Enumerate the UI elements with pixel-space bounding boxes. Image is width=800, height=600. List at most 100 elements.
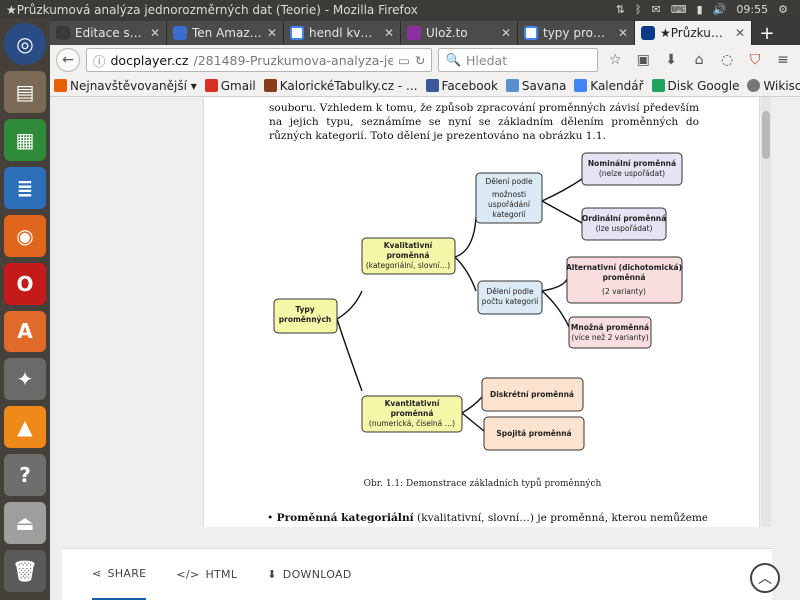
division-ordering-box [475,172,543,224]
bookmark-kaloricke[interactable]: KalorickéTabulky.cz - ... [263,79,418,93]
trash-icon[interactable]: 🗑 [4,550,46,593]
quantitative-box [361,395,463,433]
document-scrollbar[interactable] [761,97,771,527]
info-icon[interactable]: ⓘ [92,53,106,69]
chevron-up-icon: ︿ [758,571,772,587]
pocket-icon[interactable]: ◌ [720,52,734,68]
division-ordering-label-1: Dělení podle [485,177,533,186]
connector-line [541,200,583,224]
close-icon[interactable]: ✕ [266,26,277,40]
system-tray: ⇅ ᛒ ✉ ⌨ ▮ 🔊 09:55 ⚙ [616,3,800,16]
battery-icon[interactable]: ▮ [696,3,703,16]
continuous-box [483,416,585,451]
help-icon[interactable]: ? [4,454,46,497]
connector-line [541,278,568,292]
connector-line [461,412,485,432]
files-icon[interactable]: ▤ [4,70,46,113]
menu-icon[interactable]: ≡ [777,52,789,68]
close-icon[interactable]: ✕ [149,26,160,40]
tab-ten-amazing[interactable]: Ten Amazi… ✕ [167,21,284,45]
nominal-label-1: Nominální proměnná [588,159,676,168]
reload-icon[interactable]: ↻ [414,52,426,68]
network-icon[interactable]: ⇅ [615,3,625,16]
bookmarks-toolbar: Nejnavštěvovanější ▾ Gmail KalorickéTabu… [50,75,800,97]
usb-drive-icon[interactable]: ⏏ [4,502,46,545]
window-title: ★Průzkumová analýza jednorozměrných dat … [6,2,418,17]
ordinal-label-2: (lze uspořádat) [596,224,653,233]
tab-share[interactable]: ⋖ SHARE [92,549,147,600]
division-count-box [477,280,543,315]
tab-pruzkumova-active[interactable]: ★Průzkum… ✕ [635,21,752,45]
firefox-icon[interactable]: ◉ [4,214,46,257]
bluetooth-icon[interactable]: ᛒ [634,3,642,16]
discrete-box [481,377,584,412]
multi-label-1: Množná proměnná [571,323,649,332]
volume-icon[interactable]: 🔊 [712,3,727,16]
quantitative-label-3: (numerická, číselná …) [369,419,455,428]
tab-favicon-icon [56,26,70,40]
close-icon[interactable]: ✕ [617,26,628,40]
nominal-label-2: (nelze uspořádat) [599,169,665,178]
page-content: souboru. Vzhledem k tomu, že způsob zpra… [50,97,800,600]
keyboard-icon[interactable]: ⌨ [670,3,687,16]
connector-line [541,178,583,202]
tab-html[interactable]: </> HTML [176,568,238,581]
download-icon: ⬇ [267,568,277,581]
tab-google-hendl[interactable]: hendl kvali… ✕ [284,21,401,45]
continuous-label: Spojitá proměnná [496,429,571,438]
vlc-icon[interactable]: ▲ [4,406,46,449]
tab-favicon-icon [173,26,187,40]
alternative-label-1: Alternativní (dichotomická) [566,263,682,272]
back-button[interactable]: ← [56,48,80,72]
close-icon[interactable]: ✕ [734,26,745,40]
close-icon[interactable]: ✕ [500,26,511,40]
power-gear-icon[interactable]: ⚙ [778,3,788,16]
bookmark-facebook[interactable]: Facebook [425,79,498,93]
search-placeholder: Hledat [466,52,508,68]
new-tab-button[interactable]: + [759,22,775,44]
ordinal-label-1: Ordinální proměnná [582,214,666,223]
bookmark-savana[interactable]: Savana [505,79,566,93]
writer-icon[interactable]: ≣ [4,166,46,209]
wikisofia-icon [747,79,761,92]
spreadsheet-icon[interactable]: ▦ [4,118,46,161]
quantitative-label-1: Kvantitativní [385,399,440,408]
bookmark-kalendar[interactable]: Kalendář [574,79,644,93]
bookmark-disk-google[interactable]: Disk Google [651,79,739,93]
tab-ulozto[interactable]: Ulož.to ✕ [401,21,518,45]
reading-list-icon[interactable]: ▣ [636,52,650,68]
scroll-to-top-button[interactable]: ︿ [750,563,780,593]
scrollbar-thumb[interactable] [762,111,770,159]
opera-icon[interactable]: O [4,262,46,305]
url-bar[interactable]: ⓘ docplayer.cz/281489-Pruzkumova-analyza… [85,48,433,72]
bookmark-star-icon[interactable]: ☆ [608,52,622,68]
root-label-1: Typy [295,305,314,314]
bookmark-wikisofia[interactable]: Wikisofia [747,79,800,93]
connector-line [541,290,570,328]
search-input[interactable]: 🔍 Hledat [438,48,599,72]
clock[interactable]: 09:55 [736,3,769,16]
close-icon[interactable]: ✕ [383,26,394,40]
root-label-2: proměnných [279,315,331,324]
tab-google-typy[interactable]: typy prom… ✕ [518,21,635,45]
shield-icon[interactable]: ⛉ [749,52,761,68]
software-center-icon[interactable]: A [4,310,46,353]
ordinal-box [581,207,667,241]
qualitative-label-3: (kategoriální, slovní…) [366,261,450,270]
bookmark-most-visited[interactable]: Nejnavštěvovanější ▾ [54,79,197,93]
downloads-icon[interactable]: ⬇ [665,52,678,68]
settings-icon[interactable]: ✦ [4,358,46,401]
bullet-item: • Proměnná kategoriální (kvalitativní, s… [267,512,707,524]
ubuntu-logo-icon[interactable]: ◎ [4,23,46,65]
mail-icon[interactable]: ✉ [651,3,661,16]
qualitative-label-1: Kvalitativní [384,241,433,250]
home-icon[interactable]: ⌂ [694,52,704,68]
tab-editace[interactable]: Editace stránk… ✕ [50,21,167,45]
alternative-label-2: proměnná [603,273,646,282]
savana-icon [505,79,519,92]
reader-view-icon[interactable]: ▭ [398,52,410,68]
tab-download[interactable]: ⬇ DOWNLOAD [267,568,352,581]
calendar-icon [574,79,588,92]
bookmark-gmail[interactable]: Gmail [204,79,256,93]
connector-line [336,290,363,320]
